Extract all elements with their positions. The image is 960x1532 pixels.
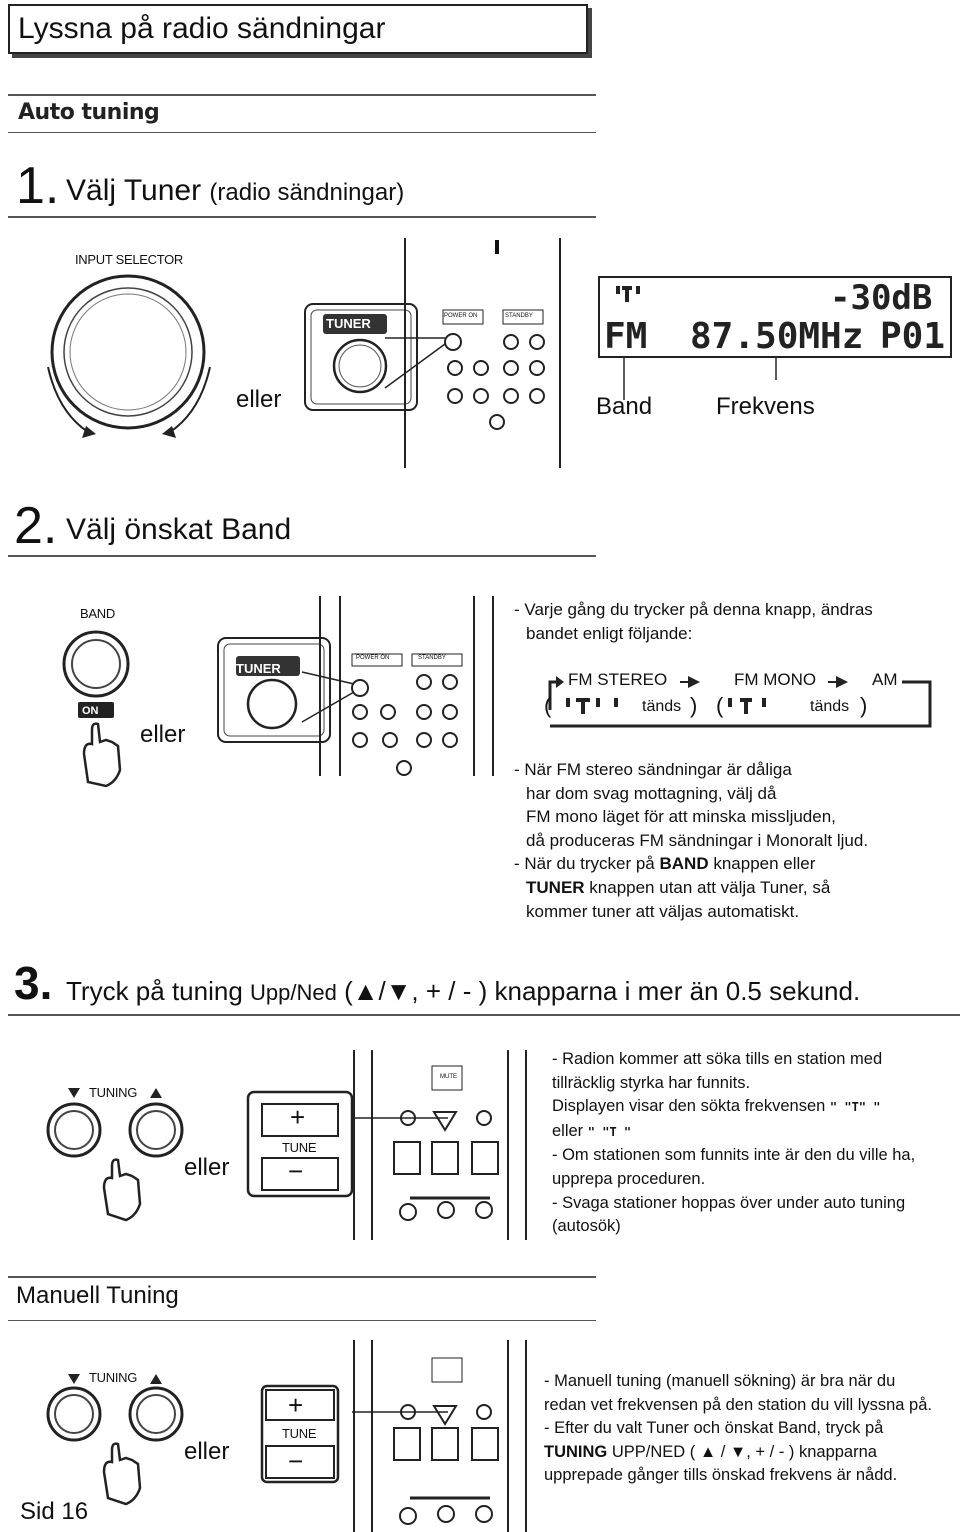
manual-tuning-heading: Manuell Tuning xyxy=(16,1282,179,1309)
tuning-label: TUNING xyxy=(89,1085,138,1100)
band-fm-stereo: FM STEREO xyxy=(568,670,668,689)
text-line: tillräcklig styrka har funnits. xyxy=(552,1073,751,1092)
text-line: - Manuell tuning (manuell sökning) är br… xyxy=(544,1372,896,1390)
on-indicator: ON xyxy=(82,705,99,717)
tune-minus-button[interactable]: − xyxy=(288,1156,304,1186)
standby-label: STANDBY xyxy=(418,655,446,661)
lcd-display xyxy=(598,276,952,400)
divider xyxy=(8,1276,596,1278)
standby-label: STANDBY xyxy=(505,313,533,319)
tune-label: TUNE xyxy=(282,1426,317,1441)
divider xyxy=(8,555,596,557)
divider xyxy=(8,132,596,133)
tuning-buttons[interactable] xyxy=(46,1370,196,1510)
remote-control xyxy=(352,1050,527,1240)
text-line: - När FM stereo sändningar är dåliga xyxy=(514,760,792,779)
text-line: - Om stationen som funnits inte är den d… xyxy=(552,1146,916,1165)
paren-open: ( xyxy=(544,693,552,718)
tune-rocker[interactable] xyxy=(260,1384,340,1484)
input-selector-knob[interactable] xyxy=(38,272,238,452)
frequency-callout: Frekvens xyxy=(716,393,815,420)
mute-label: MUTE xyxy=(440,1074,457,1080)
text-line: har dom svag mottagning, välj då xyxy=(526,783,777,803)
lit-label-stereo: tänds xyxy=(642,698,682,715)
stereo-indicator-icon: " "T" " xyxy=(829,1100,881,1115)
lit-label-mono: tänds xyxy=(810,698,850,715)
input-selector-label: INPUT SELECTOR xyxy=(75,252,184,267)
band-fm-mono: FM MONO xyxy=(734,670,817,689)
tune-rocker[interactable] xyxy=(246,1090,356,1200)
text-line: redan vet frekvensen på den station du v… xyxy=(544,1395,932,1414)
step-1-paren: (radio sändningar) xyxy=(209,179,405,206)
tuning-label: TUNING xyxy=(89,1370,138,1385)
step-2-number: 2. xyxy=(14,497,58,555)
text-line: (autosök) xyxy=(552,1217,621,1236)
page-title: Lyssna på radio sändningar xyxy=(8,4,588,54)
text-line: - Svaga stationer hoppas över under auto… xyxy=(552,1193,906,1212)
mono-indicator-icon: " "T " xyxy=(587,1124,632,1139)
text-line: bandet enligt följande: xyxy=(526,623,693,643)
tune-plus-button[interactable]: + xyxy=(288,1390,304,1420)
tune-minus-button[interactable]: − xyxy=(288,1446,304,1476)
divider xyxy=(8,216,596,218)
power-on-label: POWER ON xyxy=(444,313,478,319)
display-preset: P01 xyxy=(880,316,946,357)
band-cycle-diagram xyxy=(548,676,932,728)
display-signal: -30dB xyxy=(830,278,933,318)
step-1-title: Välj Tuner xyxy=(66,174,202,207)
tuning-buttons[interactable] xyxy=(46,1084,196,1224)
paren-close: ) xyxy=(860,693,868,718)
step3-notes: - Radion kommer att söka tills en statio… xyxy=(552,1048,915,1239)
divider xyxy=(8,94,596,96)
tuner-button-label: TUNER xyxy=(326,316,371,331)
band-am: AM xyxy=(872,670,898,689)
text-line: upprepade gånger tills önskad frekvens ä… xyxy=(544,1466,898,1485)
step-2-title: Välj önskat Band xyxy=(66,513,292,546)
text-line: - Efter du valt Tuner och önskat Band, t… xyxy=(544,1419,884,1438)
band-notes: - När FM stereo sändningar är dåliga har… xyxy=(514,758,868,923)
display-band: FM xyxy=(604,316,648,357)
or-label: eller xyxy=(184,1438,230,1465)
divider xyxy=(8,1014,960,1016)
text-line: kommer tuner att väljas automatiskt. xyxy=(526,901,800,921)
remote-control xyxy=(352,1340,527,1532)
text-line: TUNING UPP/NED ( ▲ / ▼, + / - ) knapparn… xyxy=(544,1442,877,1461)
text-line: då produceras FM sändningar i Monoralt l… xyxy=(526,830,869,850)
manual-notes: - Manuell tuning (manuell sökning) är br… xyxy=(544,1370,932,1488)
text-line: FM mono läget för att minska missljuden, xyxy=(526,807,836,827)
tune-plus-button[interactable]: + xyxy=(290,1102,306,1132)
section-auto-tuning: Auto tuning xyxy=(18,100,160,125)
display-frequency: 87.50MHz xyxy=(690,316,864,357)
text-line: TUNER knappen utan att välja Tuner, så xyxy=(526,877,831,897)
power-on-label: POWER ON xyxy=(356,655,390,661)
text-line: - Varje gång du trycker på denna knapp, … xyxy=(514,600,873,619)
tuner-button-label: TUNER xyxy=(236,661,281,676)
or-label: eller xyxy=(236,386,282,413)
step-3-number: 3. xyxy=(14,957,53,1009)
step-1-text: Välj Tuner (radio sändningar) xyxy=(66,174,404,208)
remote-control xyxy=(304,238,561,468)
page-number: Sid 16 xyxy=(20,1498,89,1525)
paren-close: ) xyxy=(690,693,698,718)
band-label: BAND xyxy=(80,606,115,621)
or-label: eller xyxy=(140,721,186,748)
step-1-number: 1. xyxy=(16,157,60,215)
band-button[interactable] xyxy=(54,630,144,790)
text-line: eller " "T " xyxy=(552,1121,632,1140)
text-line: - Radion kommer att söka tills en statio… xyxy=(552,1050,883,1068)
or-label: eller xyxy=(184,1154,230,1181)
text-line: upprepa proceduren. xyxy=(552,1169,706,1188)
tune-label: TUNE xyxy=(282,1140,317,1155)
divider xyxy=(8,1320,596,1321)
text-line: Displayen visar den sökta frekvensen " "… xyxy=(552,1097,881,1116)
remote-control xyxy=(217,596,494,776)
step-3-title: Tryck på tuning Upp/Ned (▲/▼, + / - ) kn… xyxy=(66,976,861,1006)
band-callout: Band xyxy=(596,393,653,420)
band-intro: - Varje gång du trycker på denna knapp, … xyxy=(514,598,873,645)
text-line: - När du trycker på BAND knappen eller xyxy=(514,854,816,874)
paren-open: ( xyxy=(716,693,724,718)
